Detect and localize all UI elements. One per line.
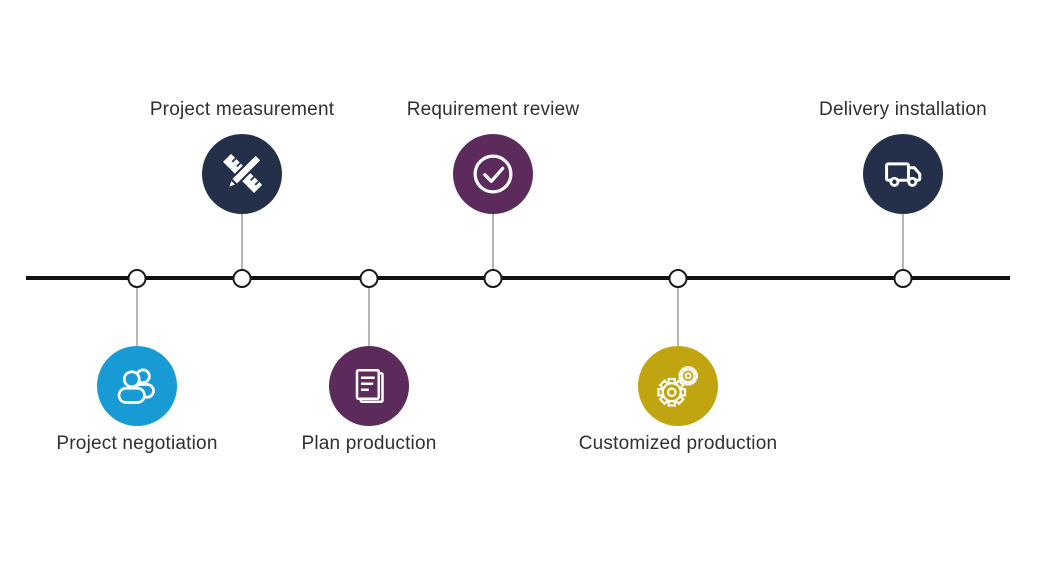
timeline-node bbox=[668, 269, 688, 288]
timeline-node bbox=[359, 269, 379, 288]
step-label: Project negotiation bbox=[56, 433, 218, 454]
step-icon-bubble bbox=[329, 346, 409, 426]
timeline-node bbox=[893, 269, 913, 288]
truck-icon bbox=[885, 162, 922, 187]
step-icon-bubble bbox=[638, 346, 718, 426]
step-label: Delivery installation bbox=[819, 99, 987, 120]
document-icon bbox=[355, 368, 384, 404]
step-icon-bubble bbox=[202, 134, 282, 214]
check-circle-icon bbox=[473, 154, 513, 194]
connector-line bbox=[677, 288, 679, 346]
connector-line bbox=[492, 214, 494, 270]
step-icon-bubble bbox=[97, 346, 177, 426]
connector-line bbox=[136, 288, 138, 346]
connector-line bbox=[902, 214, 904, 270]
step-label: Customized production bbox=[578, 433, 778, 454]
timeline-node bbox=[483, 269, 503, 288]
connector-line bbox=[368, 288, 370, 346]
timeline-axis bbox=[26, 276, 1010, 280]
gears-icon bbox=[657, 366, 698, 407]
step-label: Plan production bbox=[301, 433, 437, 454]
step-icon-bubble bbox=[863, 134, 943, 214]
timeline-node bbox=[127, 269, 147, 288]
ruler-pencil-icon bbox=[223, 152, 264, 193]
connector-line bbox=[241, 214, 243, 270]
step-label: Project measurement bbox=[149, 99, 335, 120]
people-icon bbox=[117, 368, 155, 404]
step-icon-bubble bbox=[453, 134, 533, 214]
step-label: Requirement review bbox=[406, 99, 580, 120]
timeline-node bbox=[232, 269, 252, 288]
